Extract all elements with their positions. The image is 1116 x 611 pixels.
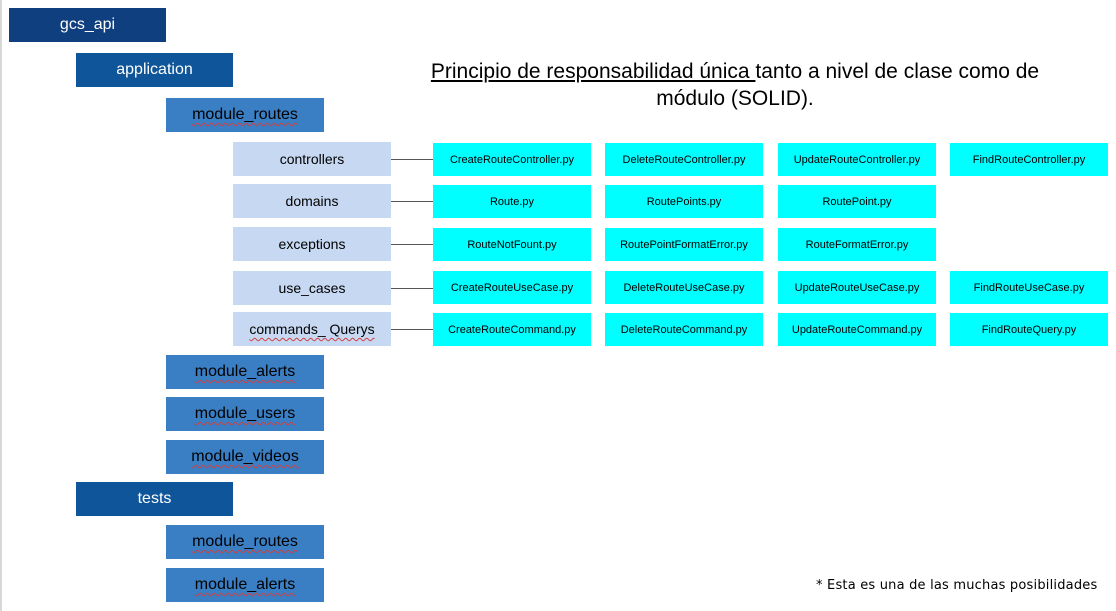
file-delete-route-command: DeleteRouteCommand.py: [605, 313, 763, 346]
node-commands-querys: commands_ Querys: [233, 312, 391, 346]
file-update-route-command: UpdateRouteCommand.py: [778, 313, 936, 346]
title-underlined-part: Principio de responsabilidad única: [430, 60, 756, 83]
file-create-route-use-case: CreateRouteUseCase.py: [433, 271, 591, 304]
file-find-route-query: FindRouteQuery.py: [950, 313, 1108, 346]
file-find-route-use-case: FindRouteUseCase.py: [950, 271, 1108, 304]
node-tests-module-routes: module_routes: [166, 525, 324, 559]
node-module-alerts: module_alerts: [166, 355, 324, 389]
file-create-route-controller: CreateRouteController.py: [433, 143, 591, 176]
node-tests-module-alerts-label: module_alerts: [194, 576, 296, 593]
node-use-cases: use_cases: [233, 271, 391, 305]
file-route-point: RoutePoint.py: [778, 185, 936, 218]
file-route-point-format-error: RoutePointFormatError.py: [605, 228, 763, 261]
node-tests: tests: [76, 482, 233, 516]
file-find-route-controller: FindRouteController.py: [950, 143, 1108, 176]
node-module-alerts-label: module_alerts: [194, 363, 296, 380]
node-module-users: module_users: [166, 397, 324, 431]
node-module-routes-label: module_routes: [192, 106, 298, 123]
file-update-route-controller: UpdateRouteController.py: [778, 143, 936, 176]
file-route-format-error: RouteFormatError.py: [778, 228, 936, 261]
connector-controllers: [391, 159, 433, 160]
connector-domains: [391, 201, 433, 202]
node-tests-module-routes-label: module_routes: [192, 533, 298, 550]
node-module-videos: module_videos: [166, 440, 324, 474]
node-domains: domains: [233, 184, 391, 218]
connector-commands-querys: [391, 329, 433, 330]
node-commands-querys-label: commands_ Querys: [249, 321, 375, 337]
file-route-points: RoutePoints.py: [605, 185, 763, 218]
file-delete-route-use-case: DeleteRouteUseCase.py: [605, 271, 763, 304]
file-route-not-fount: RouteNotFount.py: [433, 228, 591, 261]
node-gcs-api: gcs_api: [9, 8, 166, 42]
node-tests-module-alerts: module_alerts: [166, 568, 324, 602]
file-delete-route-controller: DeleteRouteController.py: [605, 143, 763, 176]
slide-edge: [0, 0, 2, 611]
footnote: * Esta es una de las muchas posibilidade…: [816, 578, 1098, 593]
node-module-users-label: module_users: [194, 405, 296, 422]
connector-use-cases: [391, 288, 433, 289]
file-route: Route.py: [433, 185, 591, 218]
title-rest: tanto a nivel de clase como de módulo (S…: [656, 60, 1040, 110]
node-module-routes: module_routes: [166, 98, 324, 132]
node-application: application: [76, 53, 233, 87]
connector-exceptions: [391, 244, 433, 245]
node-exceptions: exceptions: [233, 227, 391, 261]
node-controllers: controllers: [233, 142, 391, 176]
file-create-route-command: CreateRouteCommand.py: [433, 313, 591, 346]
diagram-title: Principio de responsabilidad única tanto…: [410, 58, 1060, 112]
node-module-videos-label: module_videos: [191, 448, 299, 465]
file-update-route-use-case: UpdateRouteUseCase.py: [778, 271, 936, 304]
